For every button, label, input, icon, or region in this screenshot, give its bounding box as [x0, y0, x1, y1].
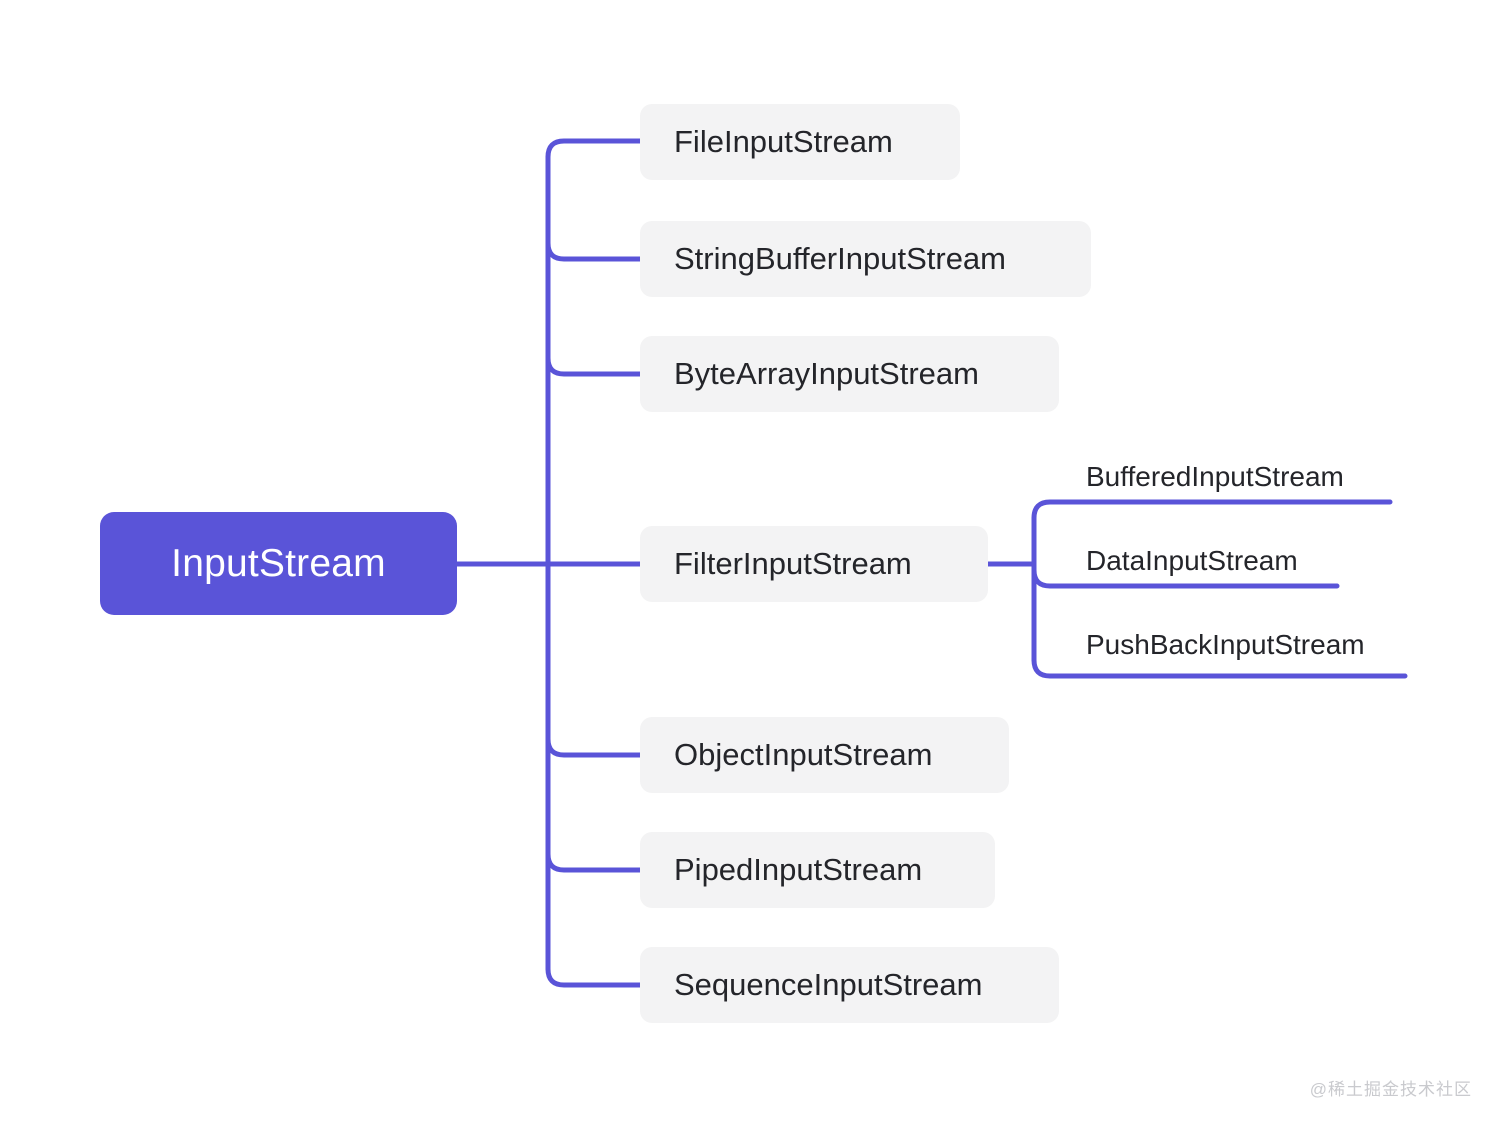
connector-branch-sequence — [545, 966, 643, 988]
node-label: BufferedInputStream — [1086, 461, 1344, 492]
connector-branch-bytearray — [545, 355, 643, 377]
node-datainputstream[interactable]: DataInputStream — [1086, 539, 1298, 583]
node-label: ByteArrayInputStream — [674, 356, 979, 391]
node-label: FileInputStream — [674, 124, 893, 159]
connector-branch-file — [545, 138, 643, 160]
connector-sub-buffered — [1031, 499, 1393, 521]
node-label: FilterInputStream — [674, 546, 912, 581]
node-label: StringBufferInputStream — [674, 241, 1006, 276]
node-root-inputstream[interactable]: InputStream — [100, 512, 457, 615]
watermark: @稀土掘金技术社区 — [1309, 1080, 1472, 1099]
node-label: ObjectInputStream — [674, 737, 933, 772]
node-label: PipedInputStream — [674, 852, 923, 887]
node-label: PushBackInputStream — [1086, 629, 1365, 660]
node-label: DataInputStream — [1086, 545, 1298, 576]
node-fileinputstream[interactable]: FileInputStream — [640, 104, 960, 180]
node-bufferedinputstream[interactable]: BufferedInputStream — [1086, 455, 1344, 499]
connector-branch-object — [545, 736, 643, 758]
node-label: SequenceInputStream — [674, 967, 983, 1002]
node-sequenceinputstream[interactable]: SequenceInputStream — [640, 947, 1059, 1023]
node-stringbufferinputstream[interactable]: StringBufferInputStream — [640, 221, 1091, 297]
connector-branch-stringbuffer — [545, 240, 643, 262]
node-root-label: InputStream — [171, 541, 386, 585]
connector-branch-piped — [545, 851, 643, 873]
node-pushbackinputstream[interactable]: PushBackInputStream — [1086, 623, 1365, 667]
node-filterinputstream[interactable]: FilterInputStream — [640, 526, 988, 602]
node-bytearrayinputstream[interactable]: ByteArrayInputStream — [640, 336, 1059, 412]
node-objectinputstream[interactable]: ObjectInputStream — [640, 717, 1009, 793]
node-pipedinputstream[interactable]: PipedInputStream — [640, 832, 995, 908]
